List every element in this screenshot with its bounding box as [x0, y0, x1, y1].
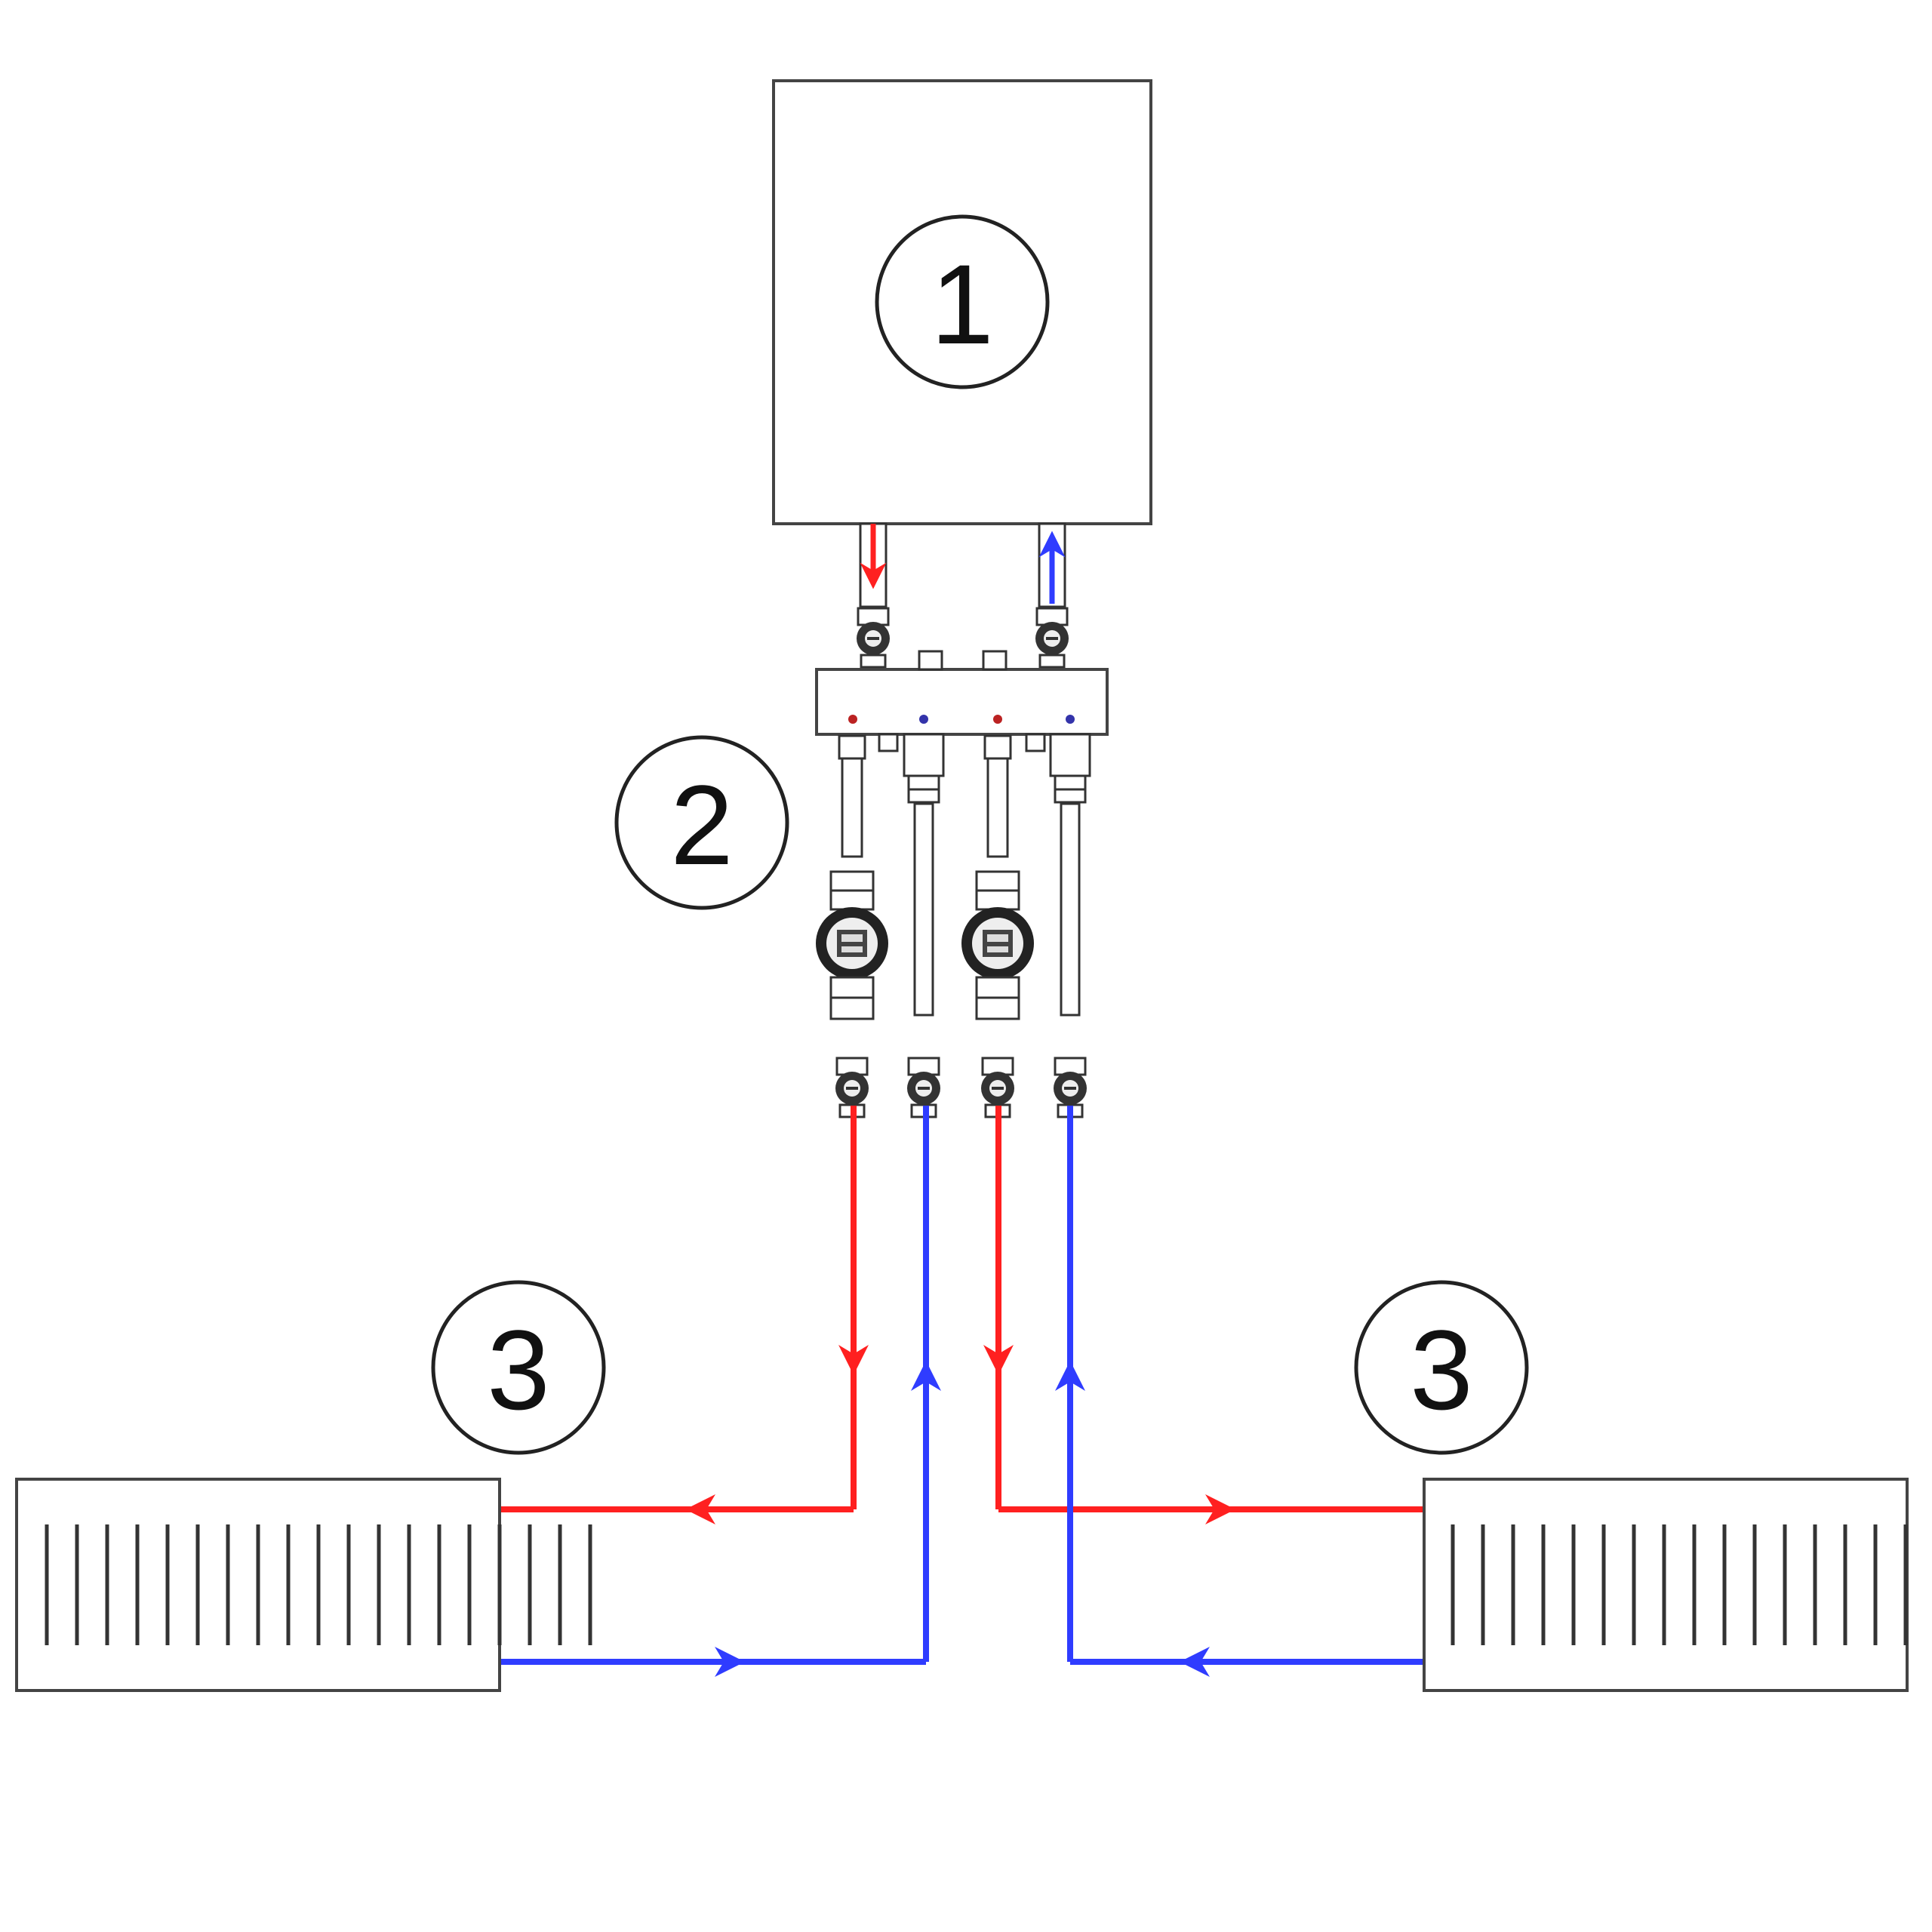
supply-line-right	[983, 1106, 1424, 1524]
radiator-right-label: 3	[1410, 1306, 1472, 1433]
return-line-left	[500, 1106, 941, 1677]
supply-line-left	[500, 1106, 869, 1524]
boiler-return-connection	[1034, 522, 1070, 669]
manifold	[815, 650, 1109, 752]
radiator-left-label: 3	[487, 1306, 549, 1433]
boiler-label: 1	[931, 241, 993, 368]
supply-pump-group-left	[814, 734, 890, 1118]
radiator-left-label-badge: 3	[431, 1280, 606, 1455]
return-column-right	[1049, 733, 1091, 1118]
return-line-right	[1055, 1106, 1424, 1677]
manifold-label: 2	[670, 761, 733, 888]
radiator-right-label-badge: 3	[1354, 1280, 1529, 1455]
boiler: 1	[772, 79, 1152, 525]
return-column-left	[903, 733, 945, 1118]
supply-pump-group-right	[960, 734, 1035, 1118]
boiler-supply-connection	[855, 522, 891, 669]
manifold-label-badge: 2	[614, 735, 789, 910]
radiator-right	[1423, 1478, 1932, 1692]
boiler-label-badge: 1	[875, 214, 1050, 389]
radiator-left	[15, 1478, 590, 1692]
